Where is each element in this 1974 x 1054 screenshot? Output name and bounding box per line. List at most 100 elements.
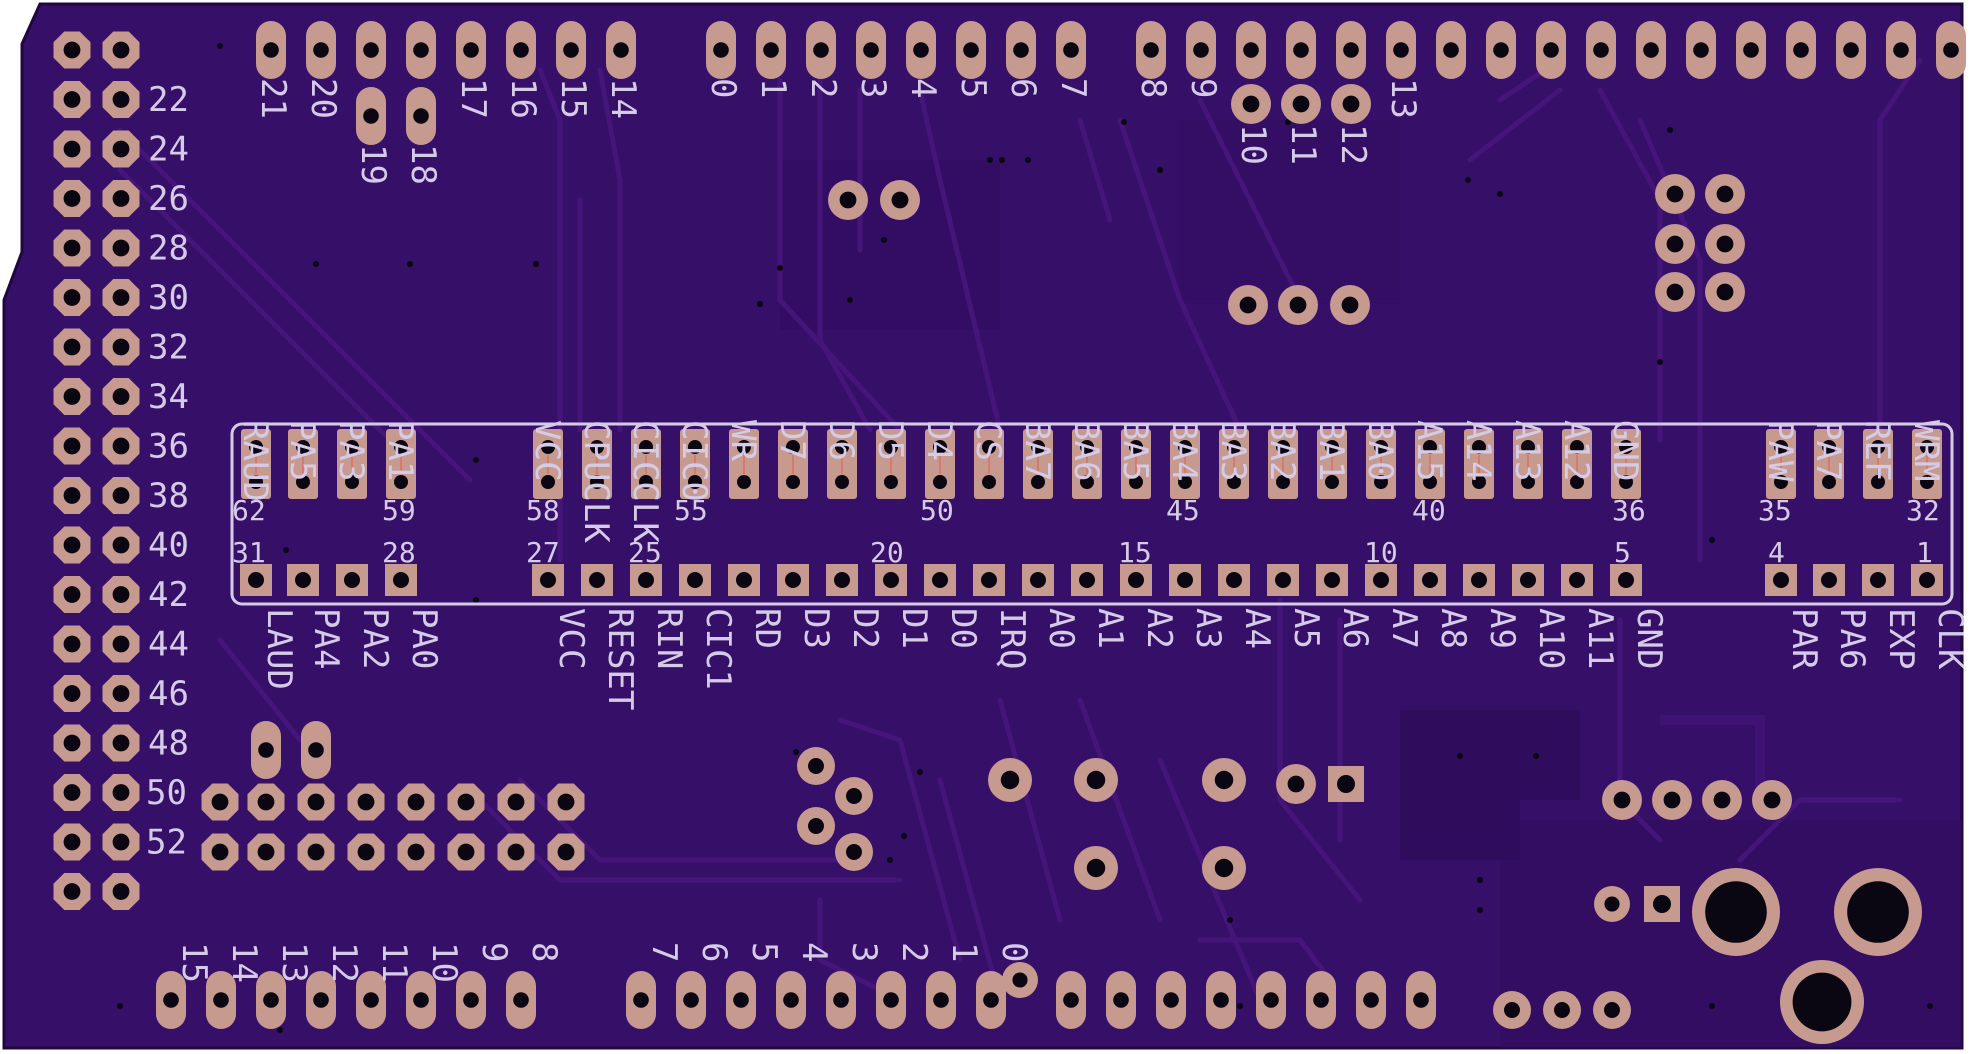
slot-top-pad-drill (1619, 475, 1633, 489)
slot-top-pad-drill (1178, 475, 1192, 489)
header-row-52-pad-drill (407, 843, 425, 861)
slot-bottom-signal-label: A10 (1531, 608, 1571, 669)
top-left-header-pad-drill (563, 42, 579, 58)
bottom-mid-header-pad-drill (683, 992, 699, 1008)
bottom-left-header-pad-drill (413, 992, 429, 1008)
top-right-header-pad-drill (1743, 42, 1759, 58)
bottom-mid-header-label: 6 (694, 942, 734, 962)
left-header-pad-drill (112, 140, 130, 158)
slot-top-pad-drill (1920, 475, 1934, 489)
slot-bottom-pad-drill (393, 572, 409, 588)
slot-top-signal-label: GND (1605, 420, 1645, 481)
slot-top-pad-drill (394, 440, 408, 454)
bottom-mid-header-pad-drill (783, 992, 799, 1008)
bottom-right-header-pad-drill (1363, 992, 1379, 1008)
slot-bottom-pin-number: 25 (628, 536, 662, 569)
top-right-header-label: 11 (1283, 124, 1323, 165)
slot-top-pad-drill (1325, 475, 1339, 489)
slot-top-signal-label: PAW (1760, 420, 1800, 482)
slot-bottom-signal-label: PAR (1784, 608, 1824, 670)
left-header-pad-drill (112, 487, 130, 504)
slot-bottom-pad-drill (1177, 572, 1193, 588)
left-header-pad-drill (63, 635, 81, 653)
misc-pad-drill (1716, 185, 1734, 203)
top-left-header-label: 16 (503, 78, 543, 119)
slot-top-pad-drill (1276, 440, 1290, 454)
slot-top-pin-number: 40 (1412, 494, 1446, 527)
left-header-pad-drill (112, 437, 130, 455)
misc-pad-drill (1239, 296, 1257, 314)
left-header-pad-drill (63, 586, 81, 603)
top-mid-header-label: 0 (703, 78, 743, 98)
slot-bottom-pin-number: 10 (1364, 536, 1398, 569)
slot-bottom-pin-number: 4 (1768, 536, 1785, 569)
slot-top-pad-drill (1080, 475, 1094, 489)
left-header-pad-drill (112, 784, 130, 801)
bottom-right-header-pad-drill (1213, 992, 1229, 1008)
slot-top-pad-drill (1570, 440, 1584, 454)
slot-top-signal-label: CPUCLK (576, 420, 616, 543)
slot-top-signal-label: WRM (1906, 420, 1946, 481)
misc-pad-drill (891, 191, 909, 209)
top-right-header-pad-drill (1943, 42, 1959, 58)
slot-top-pad-drill (1920, 440, 1934, 454)
slot-top-pin-number: 50 (920, 494, 954, 527)
top-left-header-pad-drill (313, 42, 329, 58)
slot-top-pad-drill (1325, 440, 1339, 454)
slot-top-pad-drill (1374, 440, 1388, 454)
slot-bottom-pad-drill (295, 572, 311, 588)
slot-bottom-signal-label: RIN (649, 608, 689, 669)
header-row-50-pad-drill (457, 793, 475, 811)
top-mid-header-pad-drill (763, 42, 779, 58)
left-header-pad-drill (112, 586, 130, 603)
slot-top-signal-label: BA4 (1164, 420, 1204, 481)
header-row-50-pad-drill (307, 793, 325, 811)
slot-bottom-signal-label: PA4 (306, 608, 346, 669)
misc-pad-drill (808, 818, 824, 834)
misc-pad-drill (1666, 235, 1684, 253)
misc-pad-drill (839, 191, 857, 209)
bottom-mid-header-pad-drill (983, 992, 999, 1008)
top-left-header-label: 15 (553, 78, 593, 119)
left-header-pad-drill (63, 487, 81, 504)
misc-pad-drill (1613, 791, 1631, 809)
top-right-header-label: 8 (1133, 78, 1173, 98)
slot-top-pad-drill (394, 475, 408, 489)
misc-pad-drill (1086, 858, 1106, 878)
misc-pad-drill (1666, 283, 1684, 301)
slot-bottom-pad-drill (1226, 572, 1242, 588)
top-right-header-pad-drill (1643, 42, 1659, 58)
top-left-header-pad-drill (613, 42, 629, 58)
power-jack-hole (1847, 881, 1909, 943)
slot-top-pad-drill (1178, 440, 1192, 454)
left-header-pad-drill (63, 536, 81, 554)
slot-top-pad-drill (249, 475, 263, 489)
top-mid-header-pad-drill (963, 42, 979, 58)
left-header-pad-drill (63, 685, 81, 702)
misc-pads (201, 174, 1922, 1044)
left-header-pad-drill (63, 41, 81, 59)
left-header-label: 22 (148, 80, 189, 120)
left-pin-header (53, 31, 140, 910)
left-header-pad-drill (63, 784, 81, 801)
slot-top-pad-drill (541, 440, 555, 454)
slot-top-signal-label: CS (968, 420, 1008, 461)
via-layer (117, 43, 1933, 1033)
bottom-mid-header-pad-drill (883, 992, 899, 1008)
slot-top-pad-drill (688, 440, 702, 454)
slot-top-pad-drill (835, 440, 849, 454)
slot-top-pad-drill (1871, 475, 1885, 489)
slot-bottom-signal-label: D1 (894, 608, 934, 649)
slot-top-signal-label: WR (723, 420, 763, 461)
left-header-label: 32 (148, 328, 189, 368)
misc-pad-drill (1341, 296, 1359, 314)
top-mid-header-label: 1 (753, 78, 793, 98)
slot-bottom-pad-drill (1422, 572, 1438, 588)
left-header-pad-drill (112, 41, 130, 59)
slot-top-pad-drill (1472, 475, 1486, 489)
left-header-label: 52 (146, 823, 187, 863)
header-row-52-pad-drill (257, 843, 275, 861)
